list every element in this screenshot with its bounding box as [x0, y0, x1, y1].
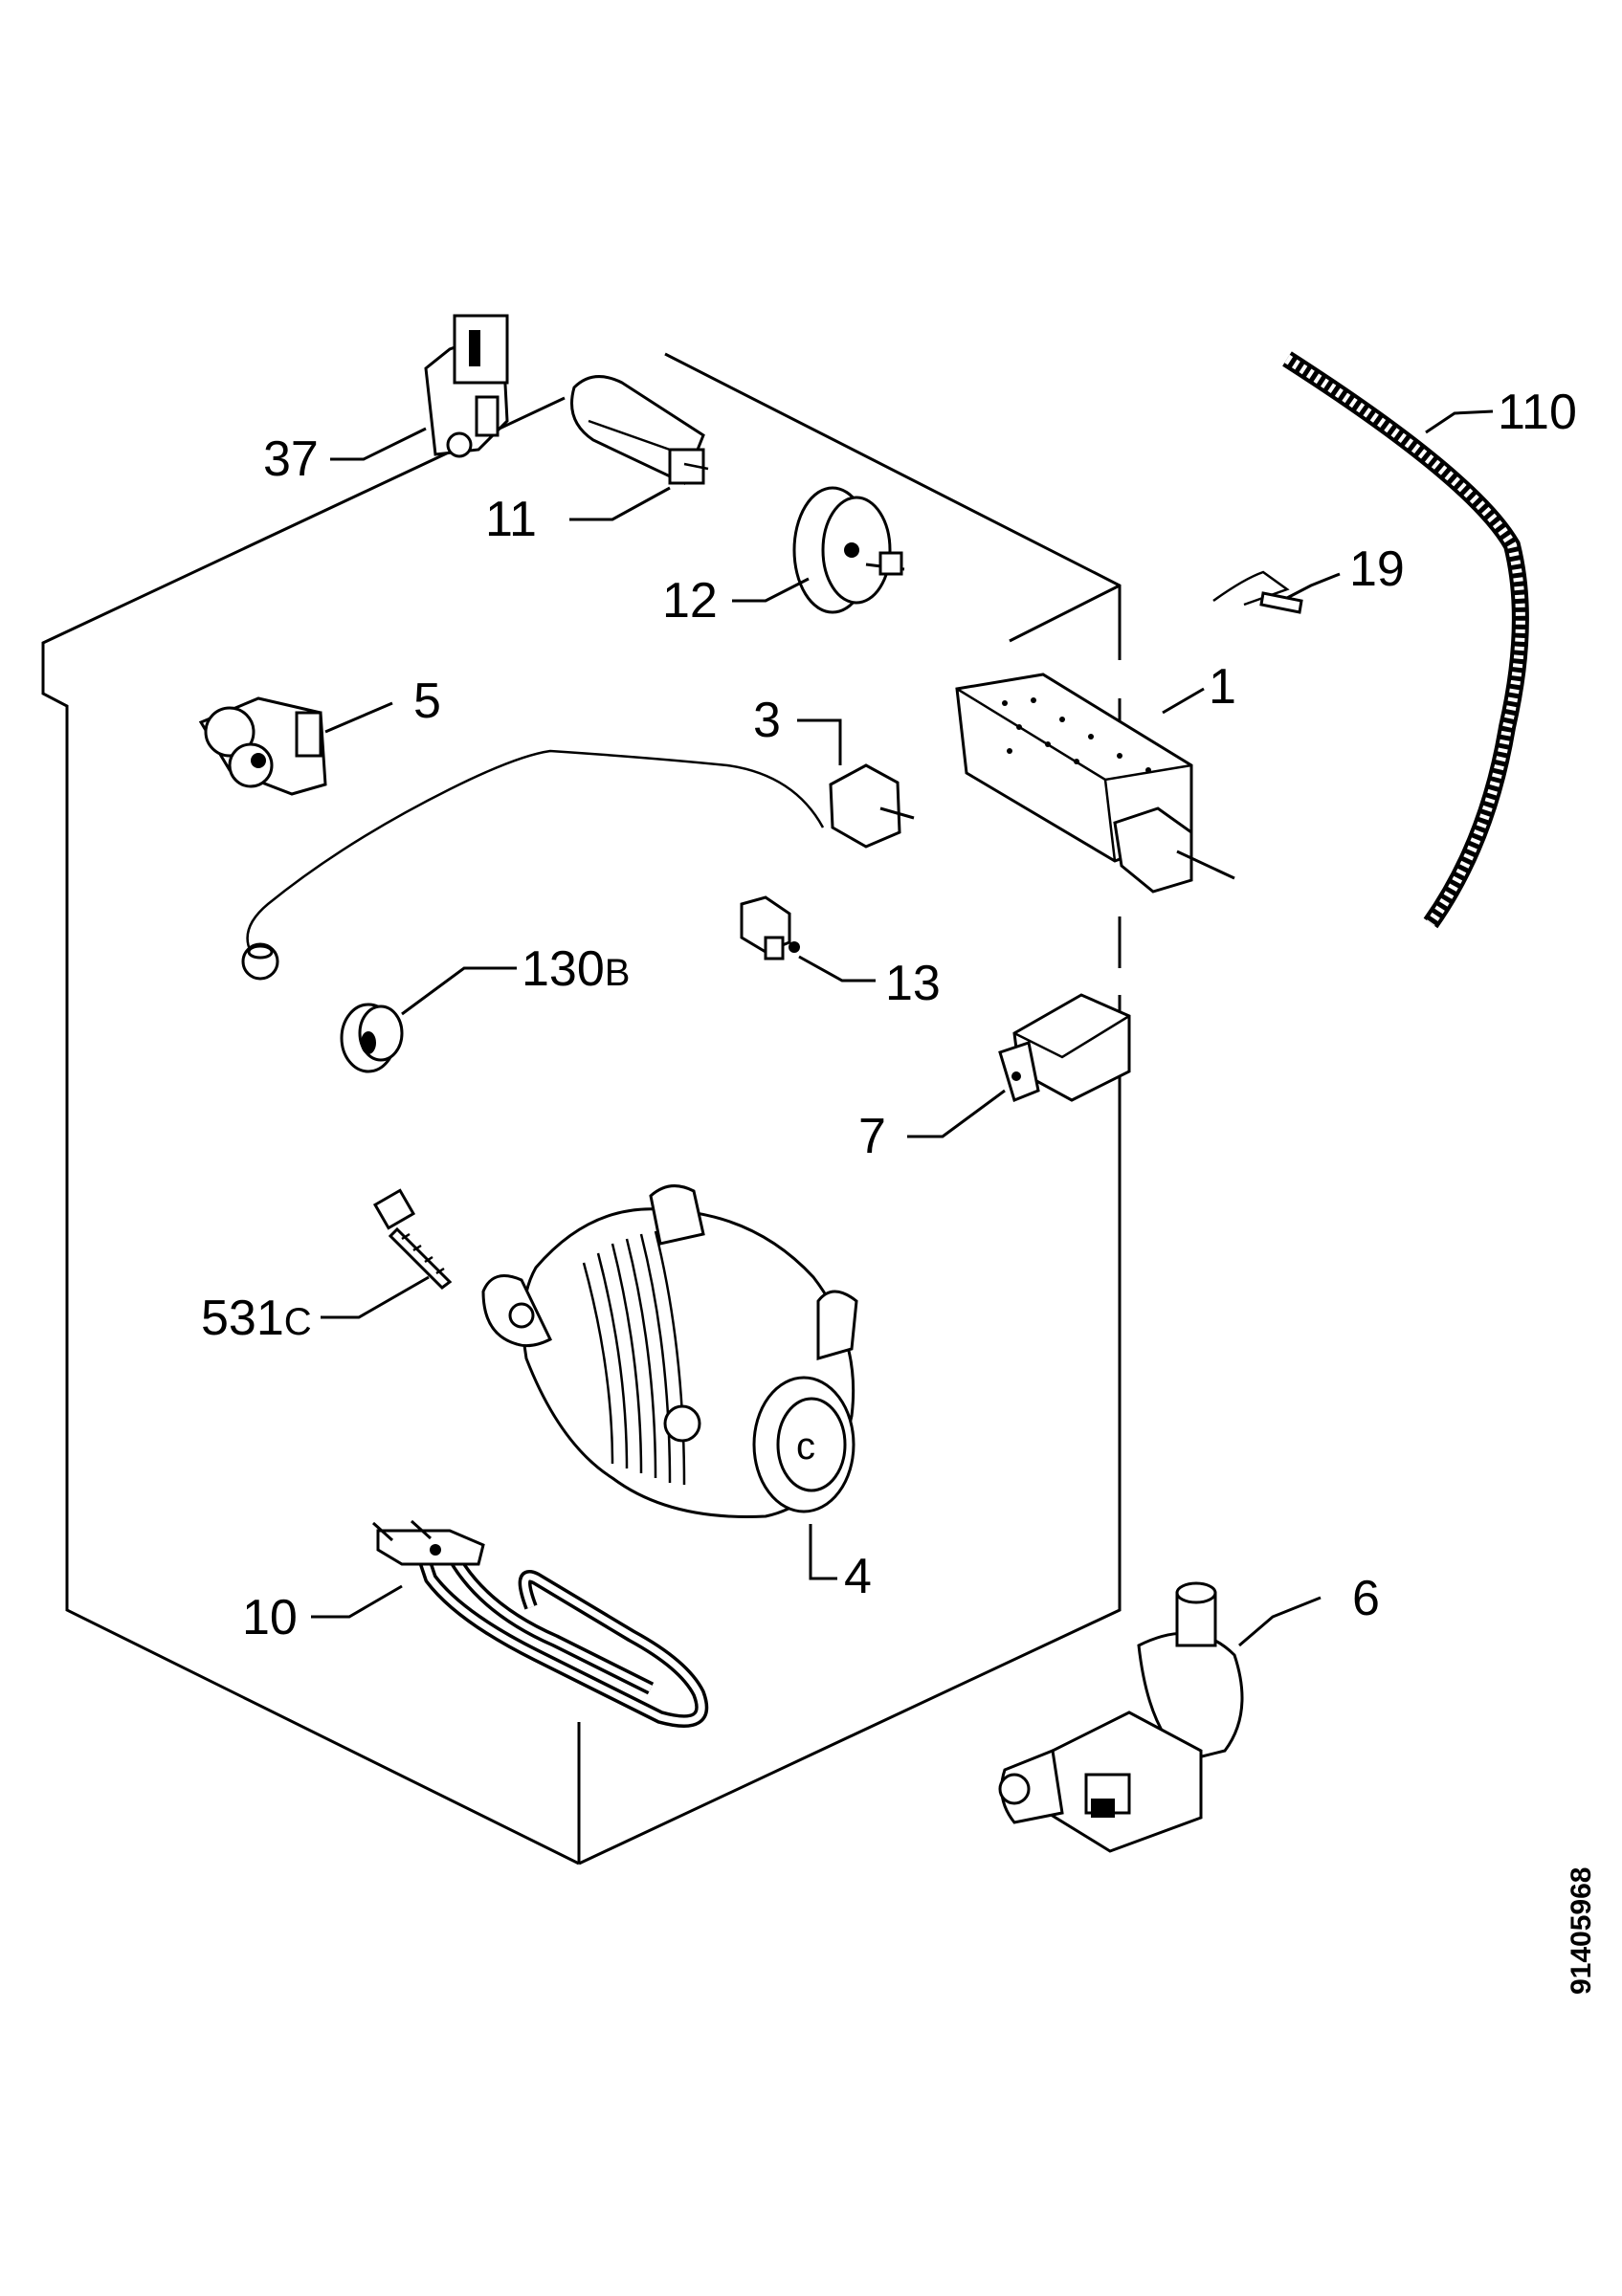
callout-110: 110: [1498, 385, 1577, 440]
thermostat-part-3: [241, 749, 915, 981]
motor-part-4: c: [481, 1184, 858, 1518]
clip-part-19: [1212, 570, 1303, 614]
screw-part-531c: [372, 1188, 453, 1290]
callout-13: 13: [885, 956, 941, 1011]
callout-130b: 130B: [522, 941, 630, 997]
leader-lines: [311, 409, 1494, 1647]
capacitor-part-11: [570, 375, 709, 486]
callout-11: 11: [485, 492, 537, 547]
terminal-block-part-37: [424, 314, 509, 458]
callout-7: 7: [858, 1109, 886, 1164]
callout-19: 19: [1349, 541, 1405, 597]
programmer-vent-holes: [1002, 697, 1151, 773]
callout-labels: 1 3 4 5 6 7 10 11 12 13 19 37 110 130B 5…: [201, 385, 1577, 1645]
water-valve-part-5: [198, 696, 327, 796]
callout-4: 4: [844, 1549, 872, 1604]
callout-1: 1: [1209, 659, 1236, 715]
programmer-part-1: [955, 673, 1235, 894]
motor-windings: [582, 1230, 686, 1486]
document-number: 91405968: [1566, 1867, 1597, 1995]
motor-pulley-mark: c: [796, 1425, 815, 1468]
callout-6: 6: [1352, 1571, 1380, 1626]
callout-3: 3: [753, 693, 781, 748]
hose-part-110: [1282, 351, 1529, 929]
callout-531c: 531C: [201, 1291, 312, 1346]
callout-37: 37: [263, 431, 319, 487]
cabinet-outline: [41, 352, 1122, 1866]
callout-12: 12: [662, 573, 718, 629]
heating-element-part-10: [371, 1519, 709, 1729]
connector-part-13: [740, 895, 800, 960]
door-lock-part-7: [998, 993, 1131, 1103]
grommet-part-130b: [340, 1003, 404, 1073]
callout-10: 10: [242, 1590, 298, 1645]
callout-5: 5: [413, 673, 441, 729]
pressure-switch-part-12: [792, 486, 905, 614]
drain-pump-part-6: [998, 1581, 1244, 1853]
